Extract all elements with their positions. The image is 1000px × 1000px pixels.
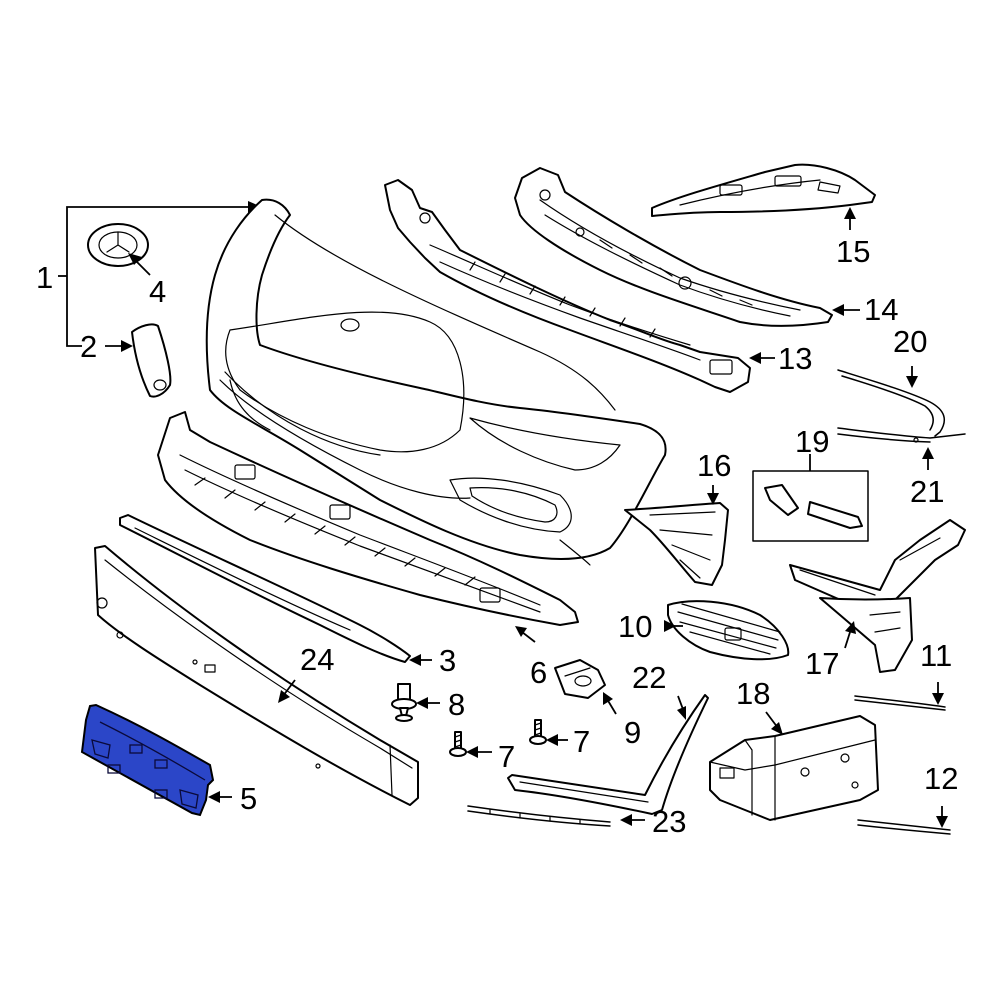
- callout-17: 17: [805, 646, 839, 681]
- callout-11: 11: [920, 638, 952, 673]
- callout-22: 22: [632, 660, 666, 695]
- clip-nut: [554, 659, 617, 715]
- callout-6: 6: [530, 655, 547, 690]
- callout-10: 10: [618, 609, 652, 644]
- upper-trim: [837, 366, 946, 437]
- upper-bracket: [384, 179, 775, 393]
- callout-16: 16: [697, 448, 731, 483]
- bumper-cover: [205, 198, 667, 566]
- callout-13: 13: [778, 341, 812, 376]
- callout-23: 23: [652, 804, 686, 839]
- callout-24: 24: [300, 642, 334, 677]
- callout-18: 18: [736, 676, 770, 711]
- callout-3: 3: [439, 643, 456, 678]
- callout-2: 2: [80, 329, 97, 364]
- lower-molding: [467, 805, 645, 827]
- screw-left: [449, 731, 492, 758]
- callout-14: 14: [864, 292, 898, 327]
- chrome-trim: [507, 694, 709, 815]
- upper-shield: [651, 163, 876, 230]
- lower-absorber: [157, 411, 579, 643]
- molding-strip-lower: [857, 806, 951, 835]
- callout-19: 19: [795, 424, 829, 459]
- callout-7a: 7: [498, 739, 515, 774]
- upper-crossmember: [514, 167, 860, 327]
- callout-9: 9: [624, 715, 641, 750]
- callout-20: 20: [893, 324, 927, 359]
- lower-trim-strip: [119, 514, 432, 666]
- tow-hook-cover: [105, 323, 172, 398]
- bumper-reinforcement: [94, 545, 419, 806]
- bracket-set: [752, 454, 869, 542]
- callout-12: 12: [924, 761, 958, 796]
- molding-strip-upper: [854, 682, 946, 711]
- license-plate-bracket: [80, 703, 232, 817]
- grille-insert: [664, 600, 790, 661]
- callout-4: 4: [149, 274, 166, 309]
- side-bracket: [624, 485, 729, 586]
- callout-15: 15: [836, 234, 870, 269]
- push-clip: [391, 683, 440, 722]
- lower-trim: [837, 427, 966, 470]
- callout-21: 21: [910, 474, 944, 509]
- corner-bracket: [789, 519, 966, 673]
- callout-5: 5: [240, 781, 257, 816]
- callout-1: 1: [36, 260, 53, 295]
- emblem: [87, 223, 151, 276]
- callout-7b: 7: [573, 724, 590, 759]
- screw-right: [529, 719, 568, 746]
- support-bracket: [709, 711, 879, 821]
- callout-8: 8: [448, 687, 465, 722]
